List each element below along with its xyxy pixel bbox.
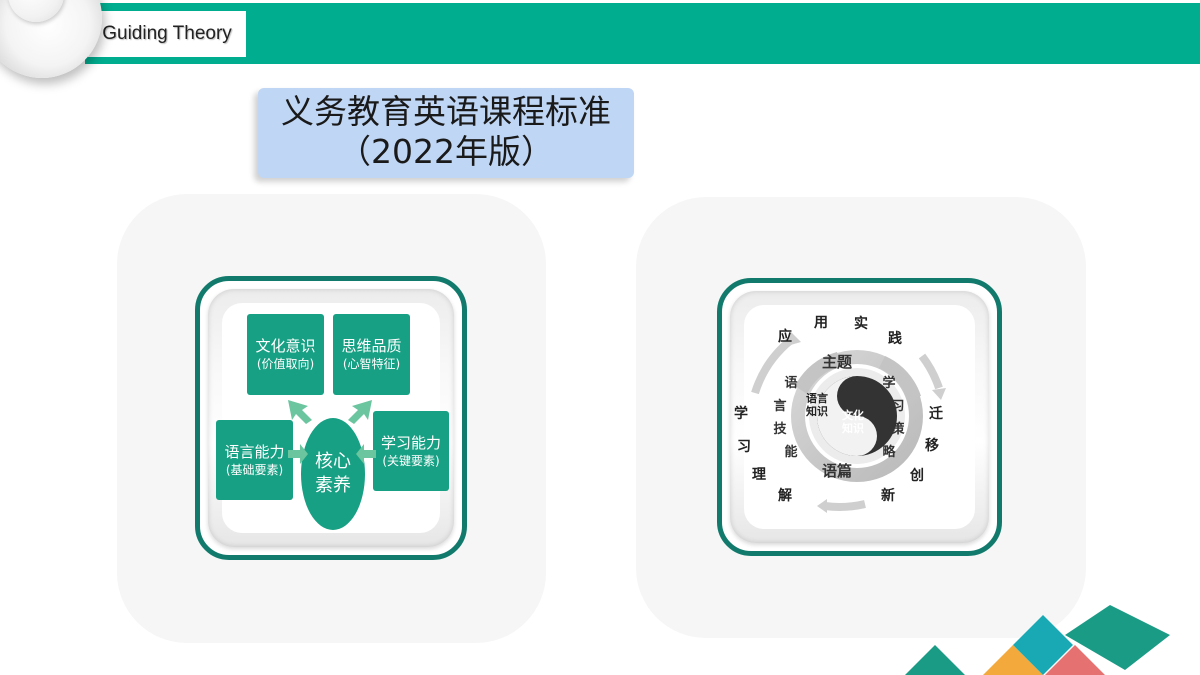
outer-char: 用 — [814, 315, 828, 331]
box-learning-ability: 学习能力 (关键要素) — [373, 411, 449, 491]
outer-char: 迁 — [929, 406, 943, 422]
core-line-2: 素养 — [315, 475, 351, 496]
ring-char-left: 能 — [784, 445, 798, 460]
ring-arc-accent-left — [795, 352, 841, 394]
header-bar — [85, 3, 1200, 64]
outer-char: 移 — [925, 438, 939, 454]
section-label: Guiding Theory — [88, 11, 246, 57]
decorative-shapes — [905, 605, 1170, 675]
ring-char-left: 语 — [784, 376, 798, 391]
outer-char: 践 — [888, 331, 902, 347]
core-arrows — [288, 400, 376, 464]
deco-diamond-cyan — [1013, 615, 1073, 675]
ring-label-discourse: 语篇 — [822, 462, 853, 480]
outer-arrowhead-bottom — [817, 499, 827, 513]
box-title: 文化意识 — [255, 337, 316, 355]
yang-line-1: 文化 — [842, 409, 864, 422]
box-title: 学习能力 — [380, 433, 441, 452]
outer-char: 理 — [752, 467, 766, 483]
box-cultural-awareness: 文化意识 (价值取向) — [247, 314, 324, 395]
outer-arrowhead-left — [787, 332, 801, 346]
language-knowledge-label: 语言 知识 — [806, 392, 828, 418]
yin-line-1: 语言 — [806, 392, 828, 405]
curriculum-wheel — [751, 332, 946, 513]
deco-triangle-teal-left — [905, 645, 965, 675]
outer-char: 实 — [854, 316, 868, 332]
deco-diamond-teal-right — [1065, 605, 1170, 670]
box-subtitle: (心智特征) — [342, 357, 401, 371]
deco-triangle-red — [1045, 645, 1105, 675]
arrow-right — [356, 444, 376, 464]
outer-arrow-left — [751, 336, 794, 395]
yang-line-2: 知识 — [842, 422, 864, 435]
box-title: 思维品质 — [341, 337, 402, 355]
ring-char-right: 策 — [891, 422, 905, 437]
ring-char-right: 学 — [882, 376, 896, 391]
corner-decoration — [0, 0, 102, 78]
ring-label-theme: 主题 — [822, 353, 853, 371]
corner-decoration-inner — [8, 0, 64, 22]
box-subtitle: (价值取向) — [256, 357, 315, 371]
outer-arrow-right — [918, 353, 943, 390]
deco-triangle-orange — [983, 645, 1043, 675]
title-line-2: （2022年版） — [338, 132, 554, 171]
outer-char: 学 — [734, 406, 748, 422]
outer-char: 解 — [778, 488, 792, 504]
outer-arrow-bottom — [824, 500, 866, 511]
core-literacy-ellipse: 核心 素养 — [301, 418, 365, 530]
box-subtitle: (关键要素) — [382, 453, 440, 468]
arrow-left — [288, 444, 308, 464]
arrow-top-right — [348, 400, 372, 424]
ring-char-right: 略 — [882, 445, 896, 460]
page-title: 义务教育英语课程标准 （2022年版） — [258, 88, 634, 178]
outer-char: 创 — [910, 468, 924, 484]
outer-char: 新 — [881, 488, 895, 504]
ring-char-left: 技 — [773, 422, 787, 437]
culture-knowledge-label: 文化 知识 — [842, 409, 864, 435]
yin-line-2: 知识 — [806, 405, 828, 418]
box-language-ability: 语言能力 (基础要素) — [216, 420, 293, 500]
arrow-top-left — [288, 400, 312, 424]
yin-yang-light — [817, 376, 877, 456]
ring-arc-accent-right — [879, 356, 921, 398]
outer-arrowhead-right — [932, 388, 946, 400]
title-line-1: 义务教育英语课程标准 — [281, 92, 611, 131]
box-title: 语言能力 — [224, 442, 285, 461]
core-line-1: 核心 — [315, 451, 351, 472]
box-subtitle: (基础要素) — [225, 462, 284, 477]
outer-char: 应 — [778, 329, 792, 345]
box-thinking-quality: 思维品质 (心智特征) — [333, 314, 410, 395]
ring-char-right: 习 — [891, 399, 905, 414]
ring-char-left: 言 — [773, 399, 787, 414]
outer-char: 习 — [737, 439, 751, 455]
